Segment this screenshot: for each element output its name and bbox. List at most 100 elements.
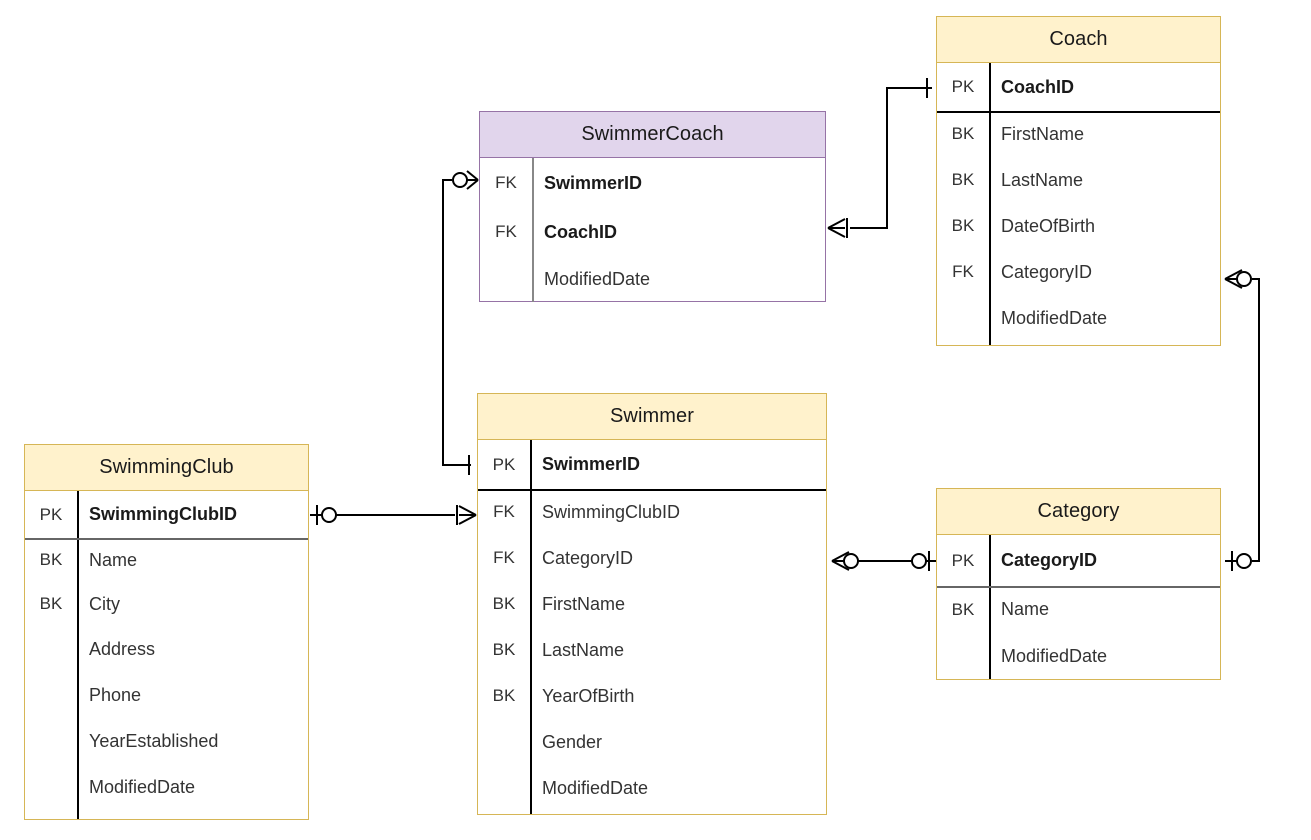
attribute-name: City [89, 593, 120, 614]
attribute-name: Name [89, 549, 138, 570]
entity-category[interactable]: Category PK CategoryID BK Name ModifiedD… [936, 488, 1221, 680]
entity-title-category: Category [937, 489, 1220, 535]
attribute-row-modifieddate[interactable]: ModifiedDate [937, 295, 1220, 341]
attribute-row-modifieddate[interactable]: ModifiedDate [25, 764, 308, 810]
key-tag: FK [493, 502, 515, 521]
attribute-row-phone[interactable]: Phone [25, 672, 308, 718]
attribute-row-firstname[interactable]: BK FirstName [478, 581, 826, 627]
attribute-name: ModifiedDate [544, 268, 651, 289]
attribute-name: CoachID [1001, 76, 1075, 97]
attribute-name: YearOfBirth [542, 685, 635, 706]
attribute-row-swimmerid[interactable]: PK SwimmerID [478, 440, 826, 489]
attribute-name: ModifiedDate [1001, 307, 1108, 328]
key-tag: BK [492, 594, 516, 613]
attribute-name: SwimmerID [542, 454, 641, 474]
key-tag: BK [951, 216, 975, 235]
attribute-name: CategoryID [1001, 261, 1093, 282]
column-divider [989, 63, 991, 345]
attribute-name: FirstName [542, 593, 626, 614]
entity-swimmercoach[interactable]: SwimmerCoach FK SwimmerID FK CoachID Mod… [479, 111, 826, 302]
key-tag: PK [492, 454, 516, 474]
attribute-row-modifieddate[interactable]: ModifiedDate [480, 256, 825, 302]
key-tag: BK [492, 640, 516, 659]
attribute-name: SwimmingClubID [542, 501, 681, 522]
attribute-row-categoryid[interactable]: PK CategoryID [937, 535, 1220, 586]
column-divider [77, 491, 79, 819]
attribute-row-coachid[interactable]: PK CoachID [937, 63, 1220, 111]
attribute-name: SwimmingClubID [89, 504, 237, 524]
connector-swimmer-swimmercoach [442, 170, 479, 475]
attribute-row-modifieddate[interactable]: ModifiedDate [937, 633, 1220, 679]
connector-swimmercoach-coach [827, 78, 932, 238]
attribute-row-yearestablished[interactable]: YearEstablished [25, 718, 308, 764]
attribute-row-swimmingclubid[interactable]: FK SwimmingClubID [478, 489, 826, 535]
attribute-row-city[interactable]: BK City [25, 582, 308, 626]
key-tag: BK [951, 170, 975, 189]
attribute-name: Name [1001, 599, 1050, 619]
key-tag: BK [951, 124, 975, 143]
entity-title-swimmingclub: SwimmingClub [25, 445, 308, 491]
column-divider [532, 158, 534, 302]
attribute-row-lastname[interactable]: BK LastName [478, 627, 826, 673]
attribute-name: FirstName [1001, 123, 1085, 144]
key-tag: FK [495, 173, 517, 192]
key-tag: BK [951, 599, 975, 619]
key-tag: PK [951, 77, 975, 96]
attribute-row-firstname[interactable]: BK FirstName [937, 111, 1220, 157]
attribute-row-dateofbirth[interactable]: BK DateOfBirth [937, 203, 1220, 249]
entity-swimmingclub[interactable]: SwimmingClub PK SwimmingClubID BK Name B… [24, 444, 309, 820]
entity-body-swimmer: PK SwimmerID FK SwimmingClubID FK Catego… [478, 440, 826, 814]
attribute-row-swimmerid[interactable]: FK SwimmerID [480, 158, 825, 208]
attribute-name: ModifiedDate [542, 777, 649, 798]
attribute-row-categoryid[interactable]: FK CategoryID [478, 535, 826, 581]
key-tag: BK [39, 550, 63, 569]
entity-title-swimmercoach: SwimmerCoach [480, 112, 825, 158]
key-tag: FK [952, 262, 974, 281]
attribute-row-categoryid[interactable]: FK CategoryID [937, 249, 1220, 295]
primary-key-separator [25, 538, 308, 540]
attribute-name: Address [89, 638, 156, 659]
attribute-row-swimmingclubid[interactable]: PK SwimmingClubID [25, 491, 308, 538]
key-tag: PK [39, 504, 63, 524]
attribute-name: CategoryID [542, 547, 634, 568]
primary-key-separator [937, 111, 1220, 113]
attribute-name: Gender [542, 731, 603, 752]
attribute-name: LastName [1001, 169, 1084, 190]
attribute-row-yearofbirth[interactable]: BK YearOfBirth [478, 673, 826, 719]
key-tag: BK [492, 686, 516, 705]
key-tag: BK [39, 594, 63, 613]
connector-club-swimmer [310, 505, 477, 525]
column-divider [989, 535, 991, 679]
entity-body-coach: PK CoachID BK FirstName BK LastName BK D… [937, 63, 1220, 345]
key-tag: FK [495, 222, 517, 241]
attribute-name: ModifiedDate [89, 776, 196, 797]
attribute-name: CoachID [544, 221, 618, 242]
key-tag: PK [951, 550, 975, 570]
attribute-row-gender[interactable]: Gender [478, 719, 826, 765]
attribute-row-modifieddate[interactable]: ModifiedDate [478, 765, 826, 811]
key-tag: FK [493, 548, 515, 567]
attribute-row-address[interactable]: Address [25, 626, 308, 672]
primary-key-separator [937, 586, 1220, 588]
connector-coach-category [1224, 269, 1260, 571]
entity-title-coach: Coach [937, 17, 1220, 63]
entity-title-swimmer: Swimmer [478, 394, 826, 440]
attribute-name: DateOfBirth [1001, 215, 1096, 236]
entity-swimmer[interactable]: Swimmer PK SwimmerID FK SwimmingClubID F… [477, 393, 827, 815]
entity-body-swimmercoach: FK SwimmerID FK CoachID ModifiedDate [480, 158, 825, 302]
attribute-row-lastname[interactable]: BK LastName [937, 157, 1220, 203]
attribute-name: YearEstablished [89, 730, 219, 751]
attribute-row-coachid[interactable]: FK CoachID [480, 208, 825, 256]
attribute-name: LastName [542, 639, 625, 660]
entity-body-category: PK CategoryID BK Name ModifiedDate [937, 535, 1220, 679]
connector-swimmer-category [831, 551, 936, 571]
attribute-row-name[interactable]: BK Name [937, 586, 1220, 633]
entity-body-swimmingclub: PK SwimmingClubID BK Name BK City Addres… [25, 491, 308, 819]
attribute-name: CategoryID [1001, 550, 1098, 570]
primary-key-separator [478, 489, 826, 491]
entity-coach[interactable]: Coach PK CoachID BK FirstName BK LastNam… [936, 16, 1221, 346]
attribute-name: SwimmerID [544, 172, 643, 193]
attribute-name: Phone [89, 684, 142, 705]
attribute-row-name[interactable]: BK Name [25, 538, 308, 582]
